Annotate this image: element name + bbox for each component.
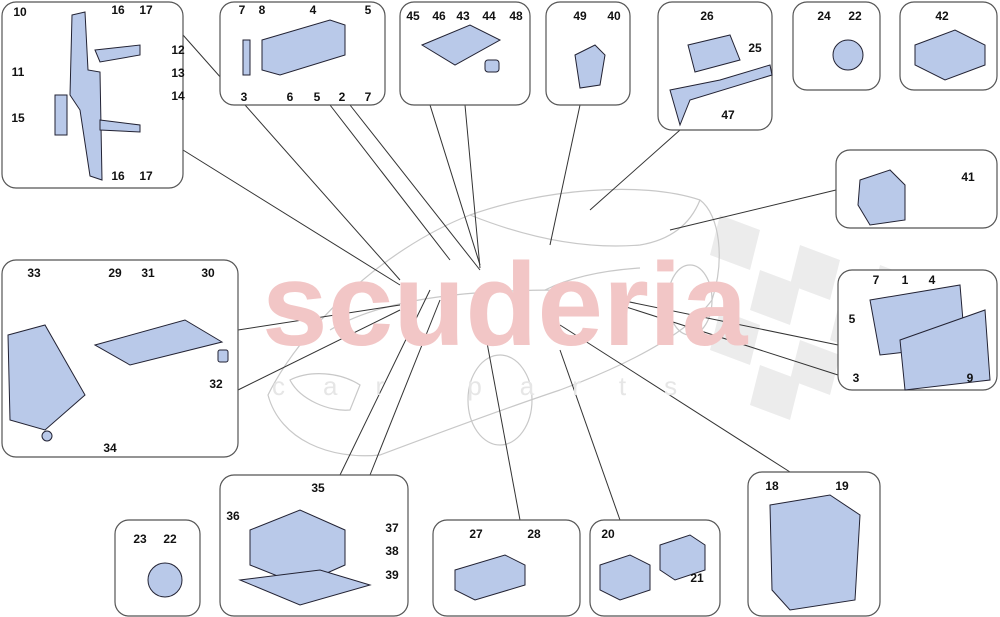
callout-label: 23 (133, 532, 147, 546)
callout-label: 27 (469, 527, 483, 541)
callout-label: 5 (365, 3, 372, 17)
callout-label: 5 (849, 312, 856, 326)
part-illustrations (7, 11, 991, 611)
callout-label: 8 (259, 3, 266, 17)
callout-label: 7 (239, 3, 246, 17)
callout-label: 10 (13, 5, 27, 19)
callout-label: 5 (314, 90, 321, 104)
callout-label: 44 (482, 9, 496, 23)
callout-label: 33 (27, 266, 41, 280)
callout-label: 36 (226, 509, 240, 523)
callout-label: 6 (287, 90, 294, 104)
callout-label: 25 (748, 41, 762, 55)
callout-label: 29 (108, 266, 122, 280)
callout-label: 4 (310, 3, 317, 17)
callout-label: 21 (690, 571, 704, 585)
callout-label: 38 (385, 544, 399, 558)
callout-label: 43 (456, 9, 470, 23)
callout-label: 42 (935, 9, 949, 23)
callout-label: 3 (241, 90, 248, 104)
callout-label: 37 (385, 521, 399, 535)
callout-label: 32 (209, 377, 223, 391)
callout-label: 20 (601, 527, 615, 541)
callout-label: 17 (139, 169, 153, 183)
callout-label: 13 (171, 66, 185, 80)
callout-label: 2 (339, 90, 346, 104)
watermark-subtitle: car parts (272, 371, 715, 401)
callout-label: 7 (873, 273, 880, 287)
callout-label: 12 (171, 43, 185, 57)
callout-label: 31 (141, 266, 155, 280)
callout-label: 16 (111, 169, 125, 183)
callout-label: 45 (406, 9, 420, 23)
callout-label: 24 (817, 9, 831, 23)
callout-label: 48 (509, 9, 523, 23)
watermark-logo: scuderia (262, 239, 749, 371)
callout-label: 22 (848, 9, 862, 23)
callout-label: 7 (365, 90, 372, 104)
callout-label: 47 (721, 108, 735, 122)
callout-label: 41 (961, 170, 975, 184)
callout-label: 46 (432, 9, 446, 23)
callout-label: 4 (929, 273, 936, 287)
callout-label: 14 (171, 89, 185, 103)
callout-label: 1 (902, 273, 909, 287)
callout-label: 26 (700, 9, 714, 23)
callout-label: 22 (163, 532, 177, 546)
callout-labels: 10 16 17 12 11 13 14 15 16 17 7 8 4 5 3 … (11, 3, 975, 585)
callout-label: 40 (607, 9, 621, 23)
callout-label: 39 (385, 568, 399, 582)
callout-label: 49 (573, 9, 587, 23)
callout-label: 3 (853, 371, 860, 385)
leader-lines (182, 34, 839, 521)
callout-label: 15 (11, 111, 25, 125)
callout-label: 9 (967, 371, 974, 385)
callout-label: 19 (835, 479, 849, 493)
callout-label: 30 (201, 266, 215, 280)
callout-label: 34 (103, 441, 117, 455)
callout-label: 28 (527, 527, 541, 541)
callout-label: 11 (12, 65, 25, 79)
callout-label: 18 (765, 479, 779, 493)
callout-label: 16 (111, 3, 125, 17)
callout-label: 17 (139, 3, 153, 17)
callout-label: 35 (311, 481, 325, 495)
